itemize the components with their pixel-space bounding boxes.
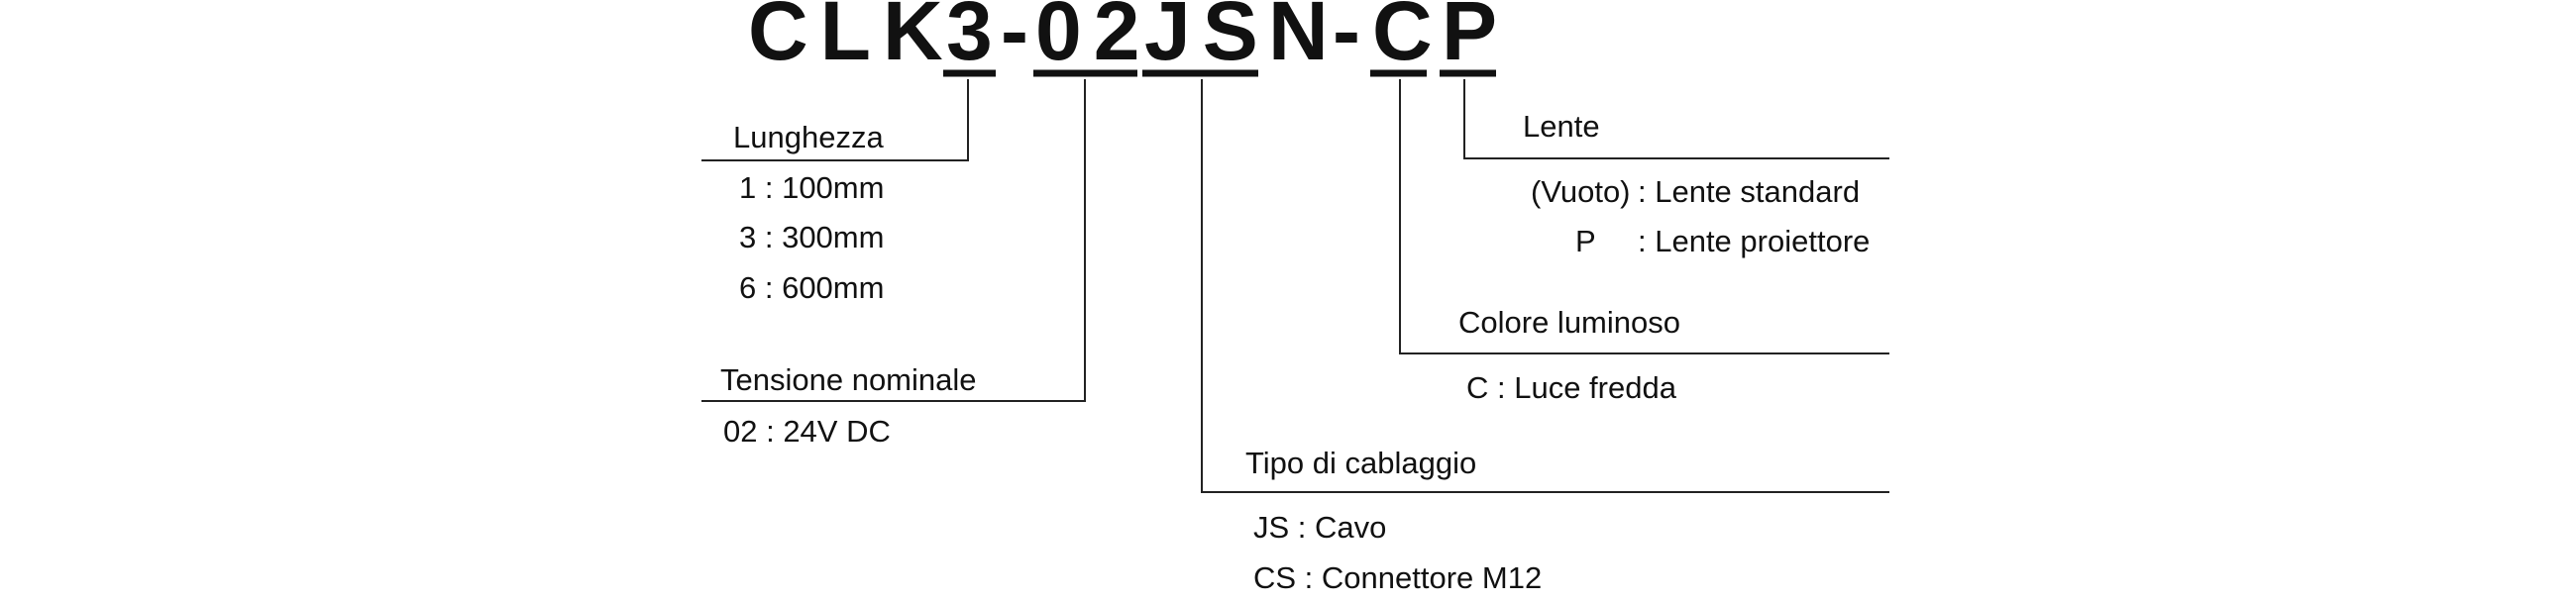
light-color-title: Colore luminoso bbox=[1458, 305, 1680, 340]
wiring-option-cs: CS : Connettore M12 bbox=[1253, 560, 1542, 595]
wiring-option-js: JS : Cavo bbox=[1253, 510, 1386, 545]
code-n: N bbox=[1268, 0, 1341, 77]
light-color-option-c: C : Luce fredda bbox=[1466, 370, 1677, 405]
voltage-title: Tensione nominale bbox=[720, 362, 977, 397]
lens-title: Lente bbox=[1523, 109, 1600, 144]
code-length: 3 bbox=[946, 0, 1005, 77]
wiring-title: Tipo di cablaggio bbox=[1245, 446, 1476, 480]
code-series: CLK bbox=[748, 0, 955, 77]
code-dash-1: - bbox=[1001, 0, 1040, 77]
length-option-3: 3 : 300mm bbox=[739, 220, 884, 254]
voltage-option-02: 02 : 24V DC bbox=[723, 414, 891, 449]
leader-length bbox=[701, 79, 969, 161]
lens-option-p-code: P bbox=[1575, 224, 1596, 258]
leader-light-color bbox=[1399, 79, 1889, 354]
leader-wiring bbox=[1201, 79, 1889, 493]
lens-option-p-desc: : Lente proiettore bbox=[1638, 224, 1870, 258]
lens-option-empty-code: (Vuoto) bbox=[1531, 174, 1631, 209]
code-wiring: JS bbox=[1144, 0, 1270, 77]
leader-lens bbox=[1463, 79, 1889, 159]
code-lens: P bbox=[1442, 0, 1509, 77]
length-option-6: 6 : 600mm bbox=[739, 270, 884, 305]
length-option-1: 1 : 100mm bbox=[739, 170, 884, 205]
length-title: Lunghezza bbox=[733, 120, 884, 154]
code-dash-2: - bbox=[1333, 0, 1372, 77]
code-voltage: 02 bbox=[1035, 0, 1151, 77]
lens-option-empty-desc: : Lente standard bbox=[1638, 174, 1860, 209]
leader-voltage bbox=[701, 79, 1086, 402]
code-light-color: C bbox=[1372, 0, 1445, 77]
